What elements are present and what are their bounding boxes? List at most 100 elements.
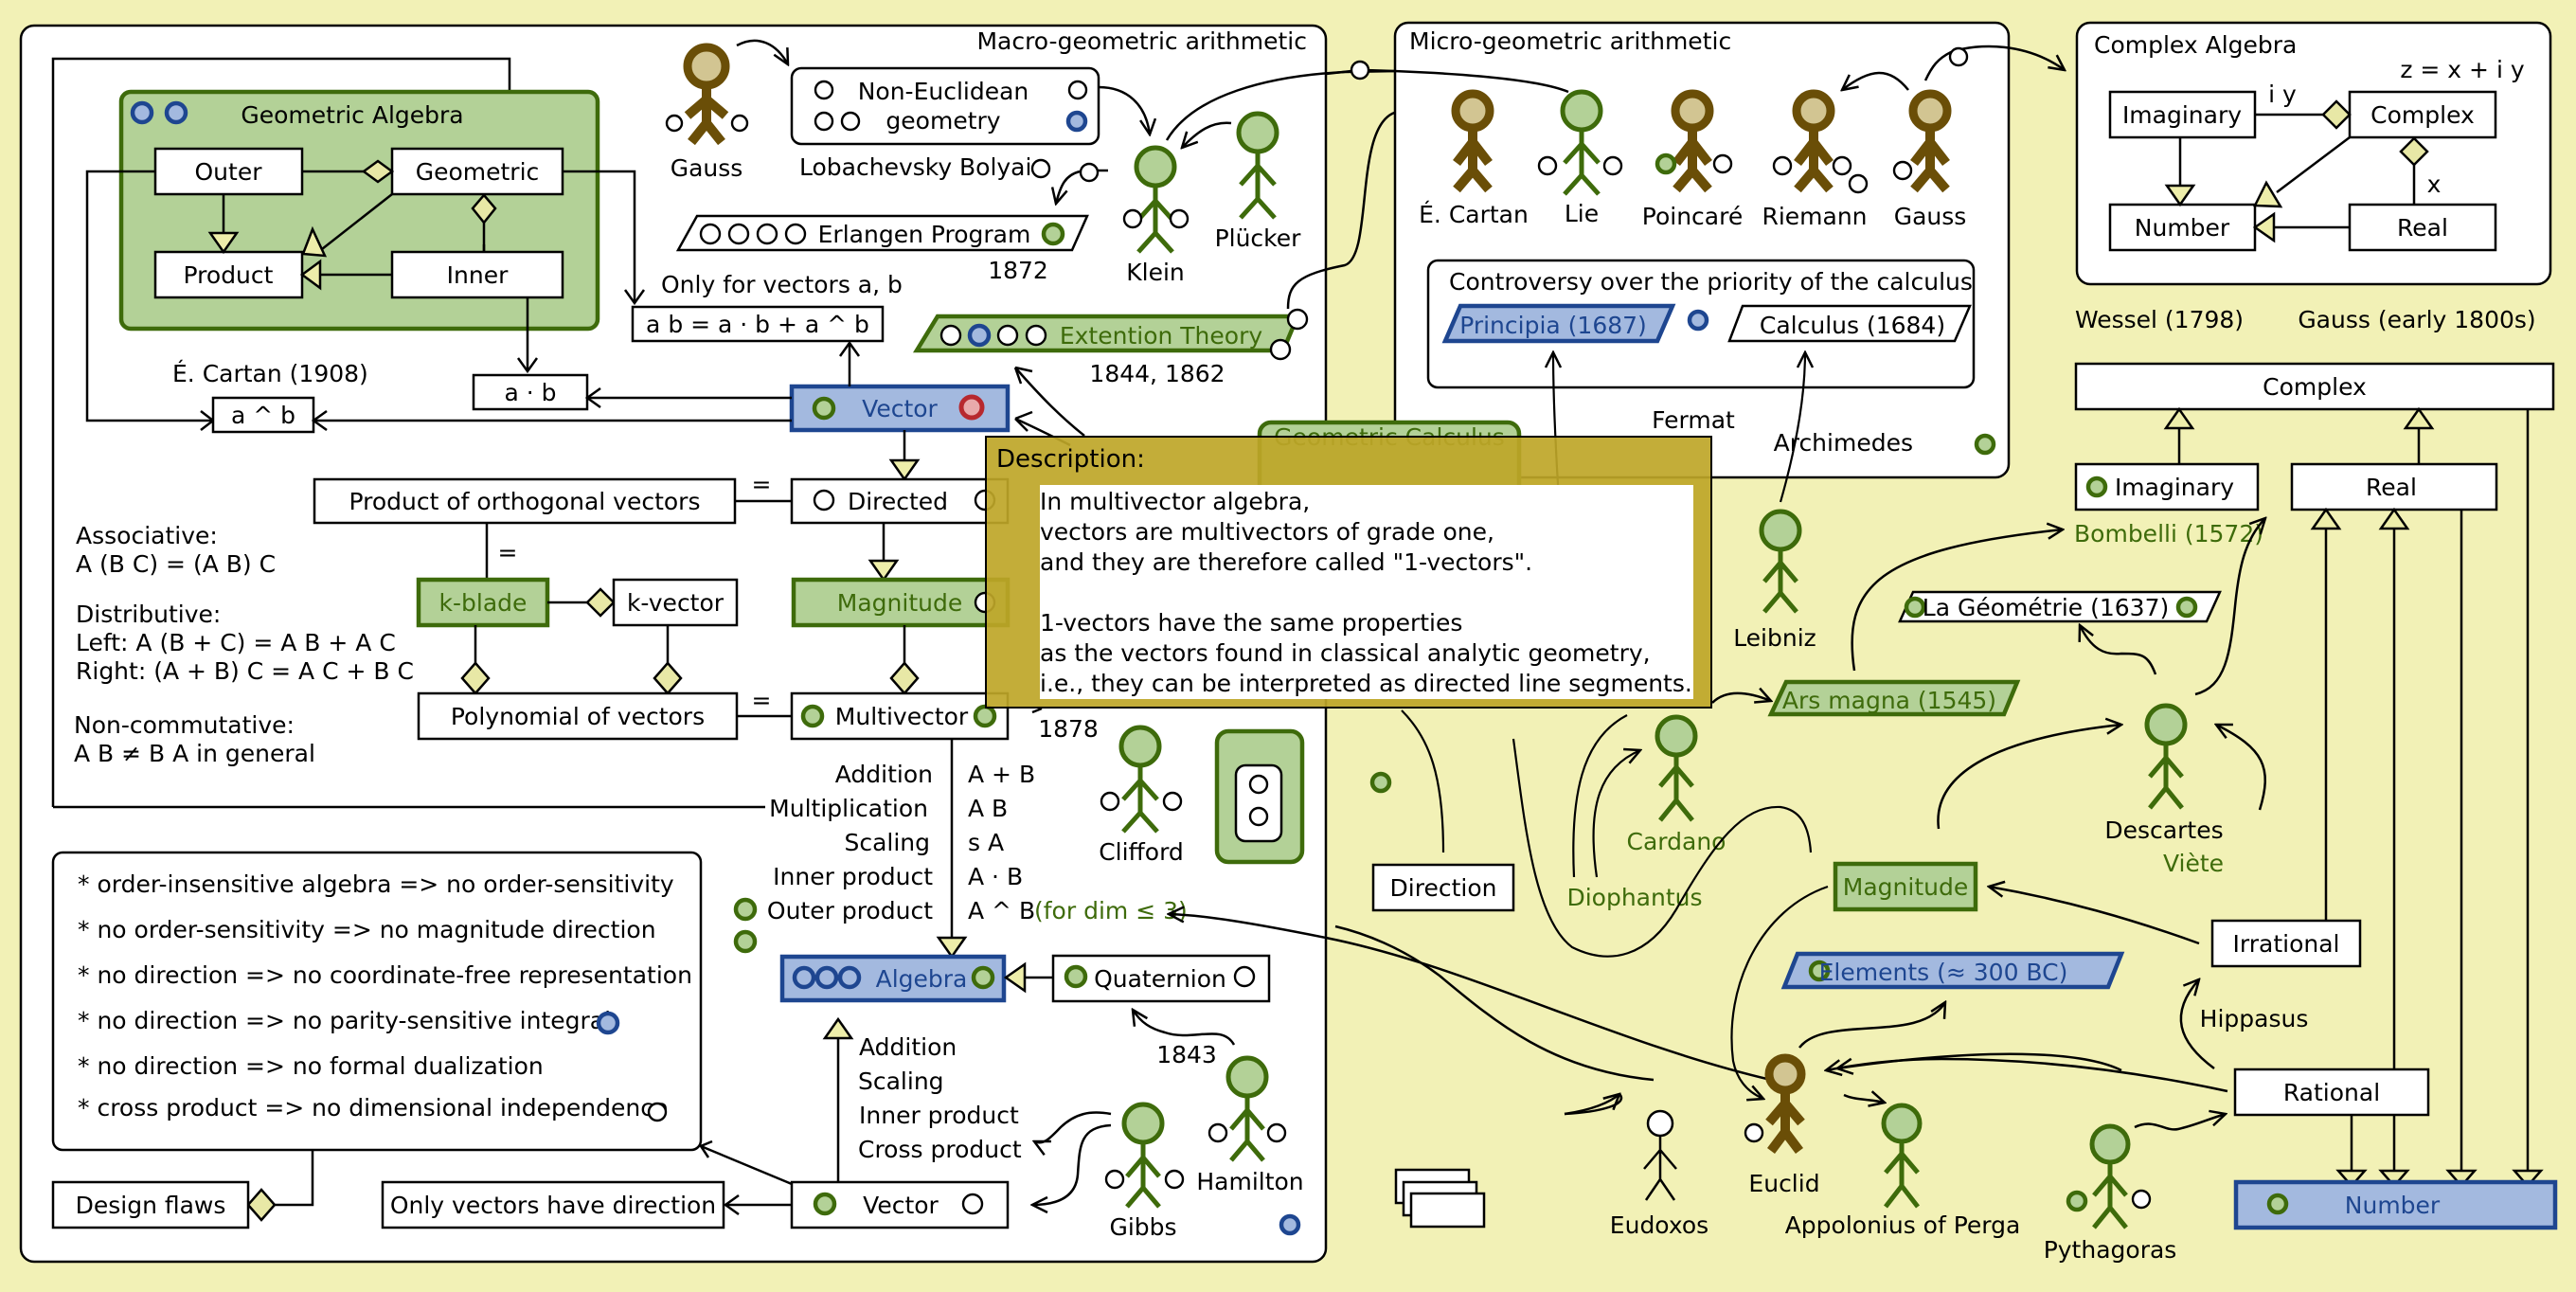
elements-node[interactable] (1780, 951, 2125, 990)
connector-line (1937, 725, 2121, 830)
cartan-label: É. Cartan (1419, 201, 1529, 228)
marker-empty (1025, 324, 1047, 347)
diagram-text: A · B (968, 863, 1023, 890)
rational-label: Rational (2283, 1079, 2380, 1106)
marker-green (973, 704, 997, 728)
generalization-arrowhead (888, 458, 921, 482)
k-blade-label: k-blade (439, 589, 528, 617)
connector-line (1989, 887, 2200, 945)
diagram-text: * no direction => no coordinate-free rep… (78, 961, 692, 989)
algebra-label: Algebra (876, 965, 968, 993)
marker-empty (730, 114, 749, 133)
diagram-text: * no order-sensitivity => no magnitude d… (78, 916, 656, 943)
principia-label: Principia (1687) (1459, 312, 1647, 339)
actor-head (1655, 714, 1698, 758)
diagram-text: Inner product (859, 1102, 1019, 1129)
klein-label: Klein (1126, 259, 1185, 286)
inner-node[interactable] (390, 250, 564, 299)
a-wedge-b-node[interactable] (211, 396, 315, 434)
marker-empty (1248, 774, 1269, 795)
actor-gauss-micro[interactable] (1908, 89, 1952, 193)
actor-plucker[interactable] (1236, 111, 1279, 220)
marker-green (2085, 476, 2108, 498)
k-blade-node[interactable] (416, 577, 550, 628)
outer-label: Outer (195, 158, 263, 186)
actor-cartan[interactable] (1451, 89, 1494, 193)
actor-gibbs[interactable] (1121, 1102, 1165, 1209)
calculus-label: Calculus (1684) (1760, 312, 1945, 339)
diagram-text: * no direction => no formal dualization (78, 1052, 544, 1080)
non-euclidean-label-2: geometry (886, 107, 1000, 135)
marker-green (971, 965, 995, 990)
product-orthogonal-vectors-node[interactable] (313, 477, 737, 525)
ab-formula-node[interactable] (631, 305, 885, 343)
actor-poincare[interactable] (1671, 89, 1714, 193)
actor-klein[interactable] (1134, 145, 1177, 254)
irrational-node[interactable] (2210, 919, 2362, 968)
riemann-label: Riemann (1762, 203, 1867, 230)
vector-bottom-label: Vector (863, 1192, 939, 1219)
only-for-vectors-label: Only for vectors a, b (661, 271, 903, 298)
actor-descartes[interactable] (2144, 703, 2188, 810)
connector-line (321, 193, 393, 250)
actor-hamilton[interactable] (1225, 1055, 1269, 1162)
marker-empty (756, 223, 778, 245)
equals-sign-2: = (498, 539, 518, 566)
quaternion-node[interactable] (1051, 954, 1271, 1003)
marker-empty (1233, 965, 1256, 988)
real-node[interactable] (2290, 462, 2498, 511)
product-node[interactable] (153, 250, 304, 299)
marker-empty (1162, 791, 1183, 812)
diagram-text: Addition (859, 1033, 957, 1061)
polynomial-node[interactable] (417, 691, 739, 741)
actor-body (1794, 128, 1834, 193)
connector-line (1826, 1057, 2228, 1093)
connector-line (1842, 71, 1909, 90)
marker-empty (1286, 308, 1309, 331)
design-flaws-node[interactable] (51, 1180, 250, 1229)
marker-empty (1030, 158, 1051, 179)
actor-pythagoras[interactable] (2089, 1123, 2131, 1229)
generalization-arrowhead (2163, 406, 2195, 430)
diagram-text: A B (968, 795, 1008, 822)
generalization-arrowhead (2378, 507, 2410, 530)
geometric-node[interactable] (390, 147, 564, 196)
actor-gauss[interactable] (683, 43, 730, 146)
actor-clifford[interactable] (1118, 725, 1162, 834)
design-flaws-list-box[interactable] (51, 851, 703, 1152)
actor-lie[interactable] (1560, 89, 1603, 196)
actor-leibniz[interactable] (1759, 509, 1802, 614)
marker-empty (1248, 806, 1269, 827)
geometric-label: Geometric (416, 158, 540, 186)
connector-line (1169, 914, 1772, 1082)
number-node[interactable] (2233, 1179, 2558, 1230)
controversy-title: Controversy over the priority of the cal… (1449, 268, 1973, 296)
rational-node[interactable] (2233, 1068, 2430, 1117)
actor-euclid[interactable] (1764, 1053, 1806, 1154)
ars-magna-node[interactable] (1767, 679, 2021, 717)
wessel-label: Wessel (1798) (2075, 306, 2244, 333)
actor-riemann[interactable] (1792, 89, 1835, 193)
complex-node[interactable] (2074, 362, 2555, 411)
actor-body (2092, 1162, 2128, 1229)
multivector-node[interactable] (790, 691, 1010, 741)
diagram-text: * no direction => no parity-sensitive in… (78, 1007, 611, 1034)
distributive-right: Right: (A + B) C = A C + B C (76, 657, 414, 685)
la-geometrie-node[interactable] (1898, 590, 2222, 623)
non-euclidean-node[interactable] (790, 66, 1100, 146)
actor-apollonius[interactable] (1881, 1103, 1923, 1209)
actor-cardano[interactable] (1655, 714, 1698, 822)
stacked-notes-icon[interactable] (1394, 1168, 1486, 1229)
connector-line (1056, 170, 1081, 204)
direction-node[interactable] (1371, 863, 1515, 912)
calculus-node[interactable] (1727, 304, 1972, 343)
erlangen-program-node[interactable] (675, 214, 1089, 252)
principia-node[interactable] (1441, 303, 1676, 344)
k-vector-node[interactable] (612, 578, 739, 627)
actor-eudoxos[interactable] (1643, 1109, 1677, 1201)
marker-empty (996, 324, 1019, 347)
a-dot-b-node[interactable] (472, 373, 589, 411)
magnitude-right-node[interactable] (1833, 861, 1978, 912)
ca-imaginary-node[interactable] (2108, 90, 2257, 139)
only-vectors-direction-node[interactable] (381, 1180, 725, 1229)
